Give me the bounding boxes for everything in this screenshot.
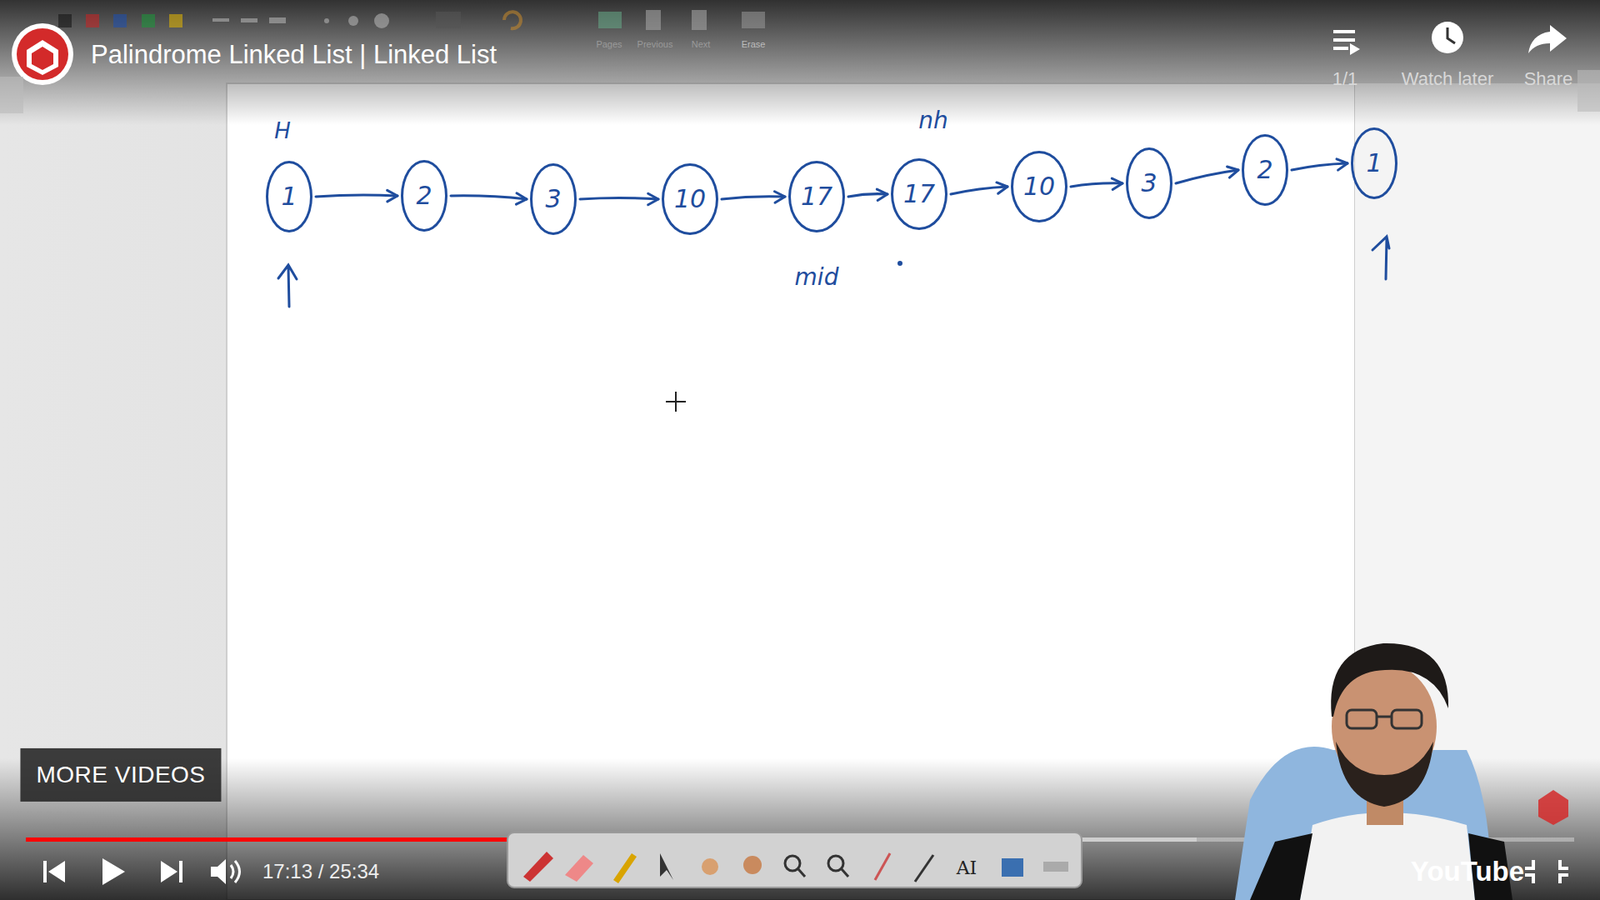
toolbar-label: Next bbox=[691, 39, 711, 50]
node-value: 2 bbox=[415, 183, 432, 209]
next-pointer-arrow bbox=[1070, 178, 1123, 190]
next-pointer-arrow bbox=[848, 189, 888, 200]
video-title: Palindrome Linked List | Linked List bbox=[90, 40, 497, 70]
next-pointer-arrow bbox=[315, 190, 398, 201]
node-value: 3 bbox=[1140, 170, 1157, 196]
arrow-head bbox=[387, 190, 398, 201]
next-pointer-arrow bbox=[721, 191, 785, 203]
next-pointer-arrow bbox=[450, 193, 527, 205]
next-pointer-arrow bbox=[580, 193, 659, 205]
list-node-circle: 1 bbox=[265, 160, 313, 233]
watch-later-label: Watch later bbox=[1401, 68, 1494, 90]
list-node-circle: 2 bbox=[1241, 134, 1289, 206]
node-value: 1 bbox=[1365, 150, 1382, 176]
toolbar-label: Previous bbox=[637, 39, 674, 50]
arrow-head bbox=[648, 193, 659, 205]
time-display: 17:13 / 25:34 bbox=[262, 860, 380, 884]
node-value: 2 bbox=[1256, 157, 1273, 183]
list-node-circle: 3 bbox=[530, 163, 577, 235]
arrow-line bbox=[1070, 183, 1123, 187]
playlist-count: 1/1 bbox=[1332, 68, 1359, 90]
arrow-line bbox=[580, 198, 659, 200]
arrow-head bbox=[515, 193, 527, 205]
node-value: 3 bbox=[545, 186, 561, 212]
node-value: 17 bbox=[800, 184, 833, 210]
toolbar-label: Pages bbox=[595, 39, 622, 50]
arrow-head bbox=[1227, 166, 1239, 178]
arrow-line bbox=[315, 195, 398, 197]
toolbar-label: Erase bbox=[741, 39, 766, 50]
next-pointer-arrow bbox=[1175, 166, 1239, 184]
list-node-circle: 17 bbox=[890, 158, 948, 230]
arrow-head bbox=[1336, 159, 1348, 170]
node-value: 17 bbox=[903, 181, 935, 207]
arrow-head bbox=[876, 189, 888, 200]
list-node-circle: 10 bbox=[1010, 150, 1068, 223]
more-videos-button: MORE VIDEOS bbox=[20, 748, 221, 802]
pointer-label: nh bbox=[918, 107, 949, 135]
list-node-circle: 10 bbox=[661, 163, 719, 235]
share-label: Share bbox=[1524, 68, 1574, 90]
next-pointer-arrow bbox=[1291, 159, 1348, 170]
youtube-logo: YouTube bbox=[1410, 855, 1525, 888]
arrow-line bbox=[721, 196, 785, 200]
arrow-head bbox=[996, 182, 1008, 194]
list-node-circle: 2 bbox=[400, 160, 448, 232]
text-tool-icon: AI bbox=[956, 857, 978, 879]
pointer-label: mid bbox=[795, 264, 840, 291]
list-node-circle: 1 bbox=[1350, 127, 1398, 200]
arrow-head bbox=[774, 191, 785, 203]
arrow-head bbox=[1111, 178, 1123, 190]
next-pointer-arrow bbox=[950, 182, 1008, 195]
list-node-circle: 17 bbox=[788, 160, 845, 233]
pointer-label: H bbox=[274, 119, 291, 145]
node-value: 10 bbox=[1023, 174, 1055, 200]
arrow-line bbox=[848, 194, 888, 197]
node-value: 1 bbox=[280, 184, 297, 210]
arrow-line bbox=[450, 195, 527, 200]
list-node-circle: 3 bbox=[1125, 147, 1173, 220]
node-value: 10 bbox=[674, 186, 706, 212]
